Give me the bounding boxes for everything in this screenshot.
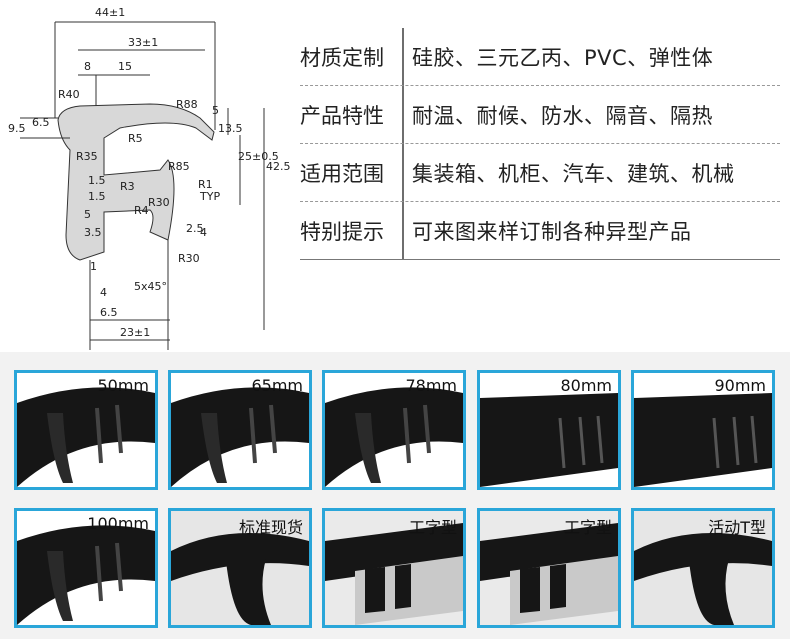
dimension-label: 1.5 xyxy=(88,190,106,203)
product-photo xyxy=(634,393,772,487)
dimension-label: 5x45° xyxy=(134,280,167,293)
product-label: 工字型 xyxy=(408,518,457,537)
product-photo xyxy=(171,511,309,625)
product-label: 标准现货 xyxy=(238,518,303,537)
product-label: 78mm xyxy=(405,376,457,395)
product-label: 90mm xyxy=(714,376,766,395)
product-tile: 78mm xyxy=(322,370,466,490)
spec-divider xyxy=(402,144,404,202)
spec-key: 适用范围 xyxy=(300,162,384,186)
product-photo xyxy=(17,387,155,487)
product-tile: 工字型 xyxy=(477,508,621,628)
spec-row: 适用范围 集装箱、机柜、汽车、建筑、机械 xyxy=(300,144,780,202)
spec-row: 特别提示 可来图来样订制各种异型产品 xyxy=(300,202,780,260)
dimension-label: 44±1 xyxy=(95,6,125,19)
product-label: 工字型 xyxy=(563,518,612,537)
spec-divider xyxy=(402,28,404,86)
dimension-label: R1 xyxy=(198,178,213,191)
product-photo xyxy=(171,387,309,487)
spec-divider xyxy=(402,202,404,260)
spec-value: 硅胶、三元乙丙、PVC、弹性体 xyxy=(412,46,714,70)
dimension-label: 1.5 xyxy=(88,174,106,187)
dimension-label: R40 xyxy=(58,88,80,101)
dimension-label: R85 xyxy=(168,160,190,173)
dimension-label: R3 xyxy=(120,180,135,193)
dimension-label: 25±0.5 xyxy=(238,150,279,163)
dimension-label: R30 xyxy=(148,196,170,209)
dimension-label: R88 xyxy=(176,98,198,111)
row-divider xyxy=(300,143,780,144)
product-tile: 标准现货 xyxy=(168,508,312,628)
dimension-label: R4 xyxy=(134,204,149,217)
dimension-label: 42.5±1 xyxy=(266,160,290,173)
spec-row: 材质定制 硅胶、三元乙丙、PVC、弹性体 xyxy=(300,28,780,86)
dimension-label: 4 xyxy=(200,226,207,239)
product-label: 50mm xyxy=(97,376,149,395)
profile-outline xyxy=(57,103,215,261)
dimension-label: R35 xyxy=(76,150,98,163)
product-photo xyxy=(17,525,155,625)
dimension-label: 13.5 xyxy=(218,122,243,135)
product-photo xyxy=(325,511,463,625)
product-photo xyxy=(325,387,463,487)
dimension-label: 15 xyxy=(118,60,132,73)
product-tile: 50mm xyxy=(14,370,158,490)
dimension-label: 3.5 xyxy=(84,226,102,239)
dimension-label: 2.5 xyxy=(186,222,204,235)
dimension-label: 6.5 xyxy=(100,306,118,319)
dimension-label: 6.5 xyxy=(32,116,50,129)
dimension-label: 1 xyxy=(90,260,97,273)
spec-divider xyxy=(402,86,404,144)
product-photo xyxy=(480,393,618,487)
spec-value: 可来图来样订制各种异型产品 xyxy=(412,220,692,244)
spec-table: 材质定制 硅胶、三元乙丙、PVC、弹性体产品特性 耐温、耐候、防水、隔音、隔热适用范… xyxy=(300,28,780,260)
product-tile: 活动T型 xyxy=(631,508,775,628)
dimension-label: R5 xyxy=(128,132,143,145)
dimension-label: 33±1 xyxy=(128,36,158,49)
row-divider xyxy=(300,85,780,86)
product-tile: 65mm xyxy=(168,370,312,490)
product-photo xyxy=(634,511,772,625)
product-tile: 工字型 xyxy=(322,508,466,628)
product-tile: 90mm xyxy=(631,370,775,490)
product-tile: 100mm xyxy=(14,508,158,628)
product-tile: 80mm xyxy=(477,370,621,490)
spec-value: 耐温、耐候、防水、隔音、隔热 xyxy=(412,104,713,128)
dimension-label: 9.5 xyxy=(8,122,26,135)
dimension-label: 8 xyxy=(84,60,91,73)
row-divider xyxy=(300,259,780,260)
product-label: 65mm xyxy=(251,376,303,395)
spec-key: 材质定制 xyxy=(300,46,384,70)
dimension-label: 5 xyxy=(212,104,219,117)
product-label: 100mm xyxy=(87,514,149,533)
row-divider xyxy=(300,201,780,202)
dimension-label: 4 xyxy=(100,286,107,299)
dimension-label: R30 xyxy=(178,252,200,265)
spec-key: 产品特性 xyxy=(300,104,384,128)
product-photo xyxy=(480,511,618,625)
spec-row: 产品特性 耐温、耐候、防水、隔音、隔热 xyxy=(300,86,780,144)
product-label: 活动T型 xyxy=(708,518,766,537)
product-label: 80mm xyxy=(560,376,612,395)
dimension-label: 5 xyxy=(84,208,91,221)
dimension-label: TYP xyxy=(199,190,220,203)
spec-key: 特别提示 xyxy=(300,220,384,244)
spec-value: 集装箱、机柜、汽车、建筑、机械 xyxy=(412,162,735,186)
dimension-label: 23±1 xyxy=(120,326,150,339)
